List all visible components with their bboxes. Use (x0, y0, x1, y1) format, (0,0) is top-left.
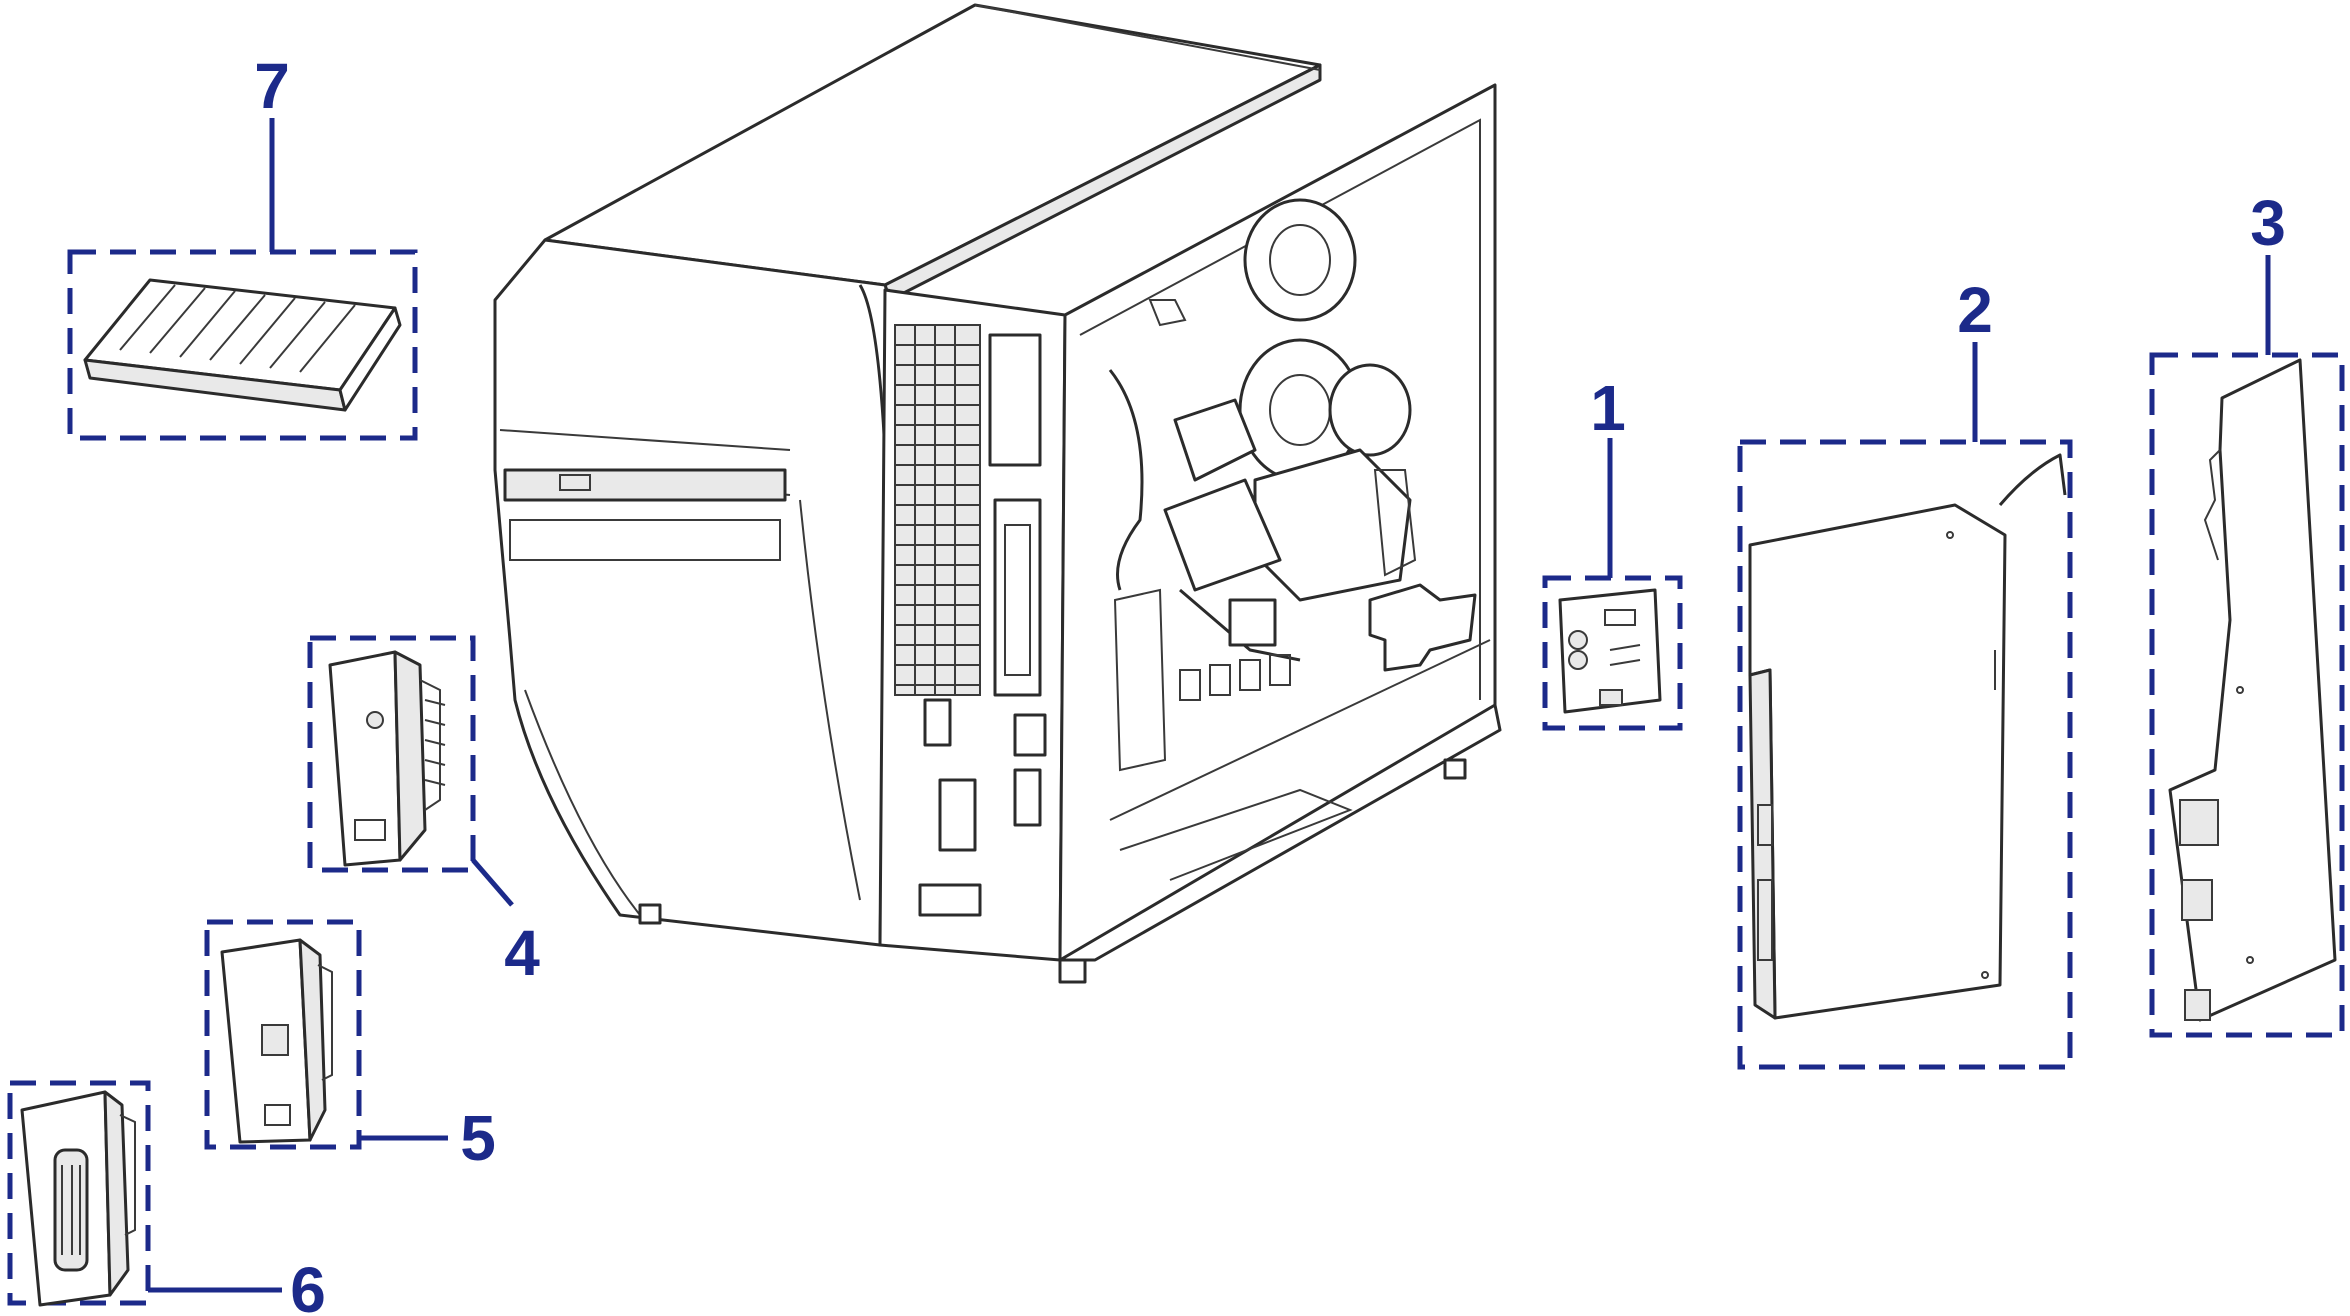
callout-2: 2 (1957, 274, 1993, 346)
part-5-interface-card (220, 938, 333, 1144)
part-7-top-cover (83, 278, 402, 412)
part-3-group: 3 (2149, 187, 2345, 1038)
part-2-box (1737, 439, 2073, 1070)
callout-6: 6 (290, 1254, 326, 1316)
part-4-box (307, 635, 476, 873)
vent-grid (894, 324, 981, 696)
part-4-interface-card (328, 650, 446, 867)
part-1-group: 1 (1542, 372, 1683, 731)
part-3-box (2149, 352, 2345, 1038)
part-2-main-logic-board (1748, 453, 2067, 1020)
part-1-box (1542, 575, 1683, 731)
callout-3: 3 (2250, 187, 2286, 259)
part-7-box (67, 249, 418, 441)
part-6-box (7, 1080, 151, 1306)
part-4-leader (471, 858, 514, 907)
part-3-power-supply-board (2168, 358, 2337, 1022)
part-1-circuit-board (1558, 588, 1662, 714)
part-6-group: 6 (7, 1080, 326, 1316)
part-6-parallel-interface-card (20, 1090, 136, 1307)
callout-1: 1 (1590, 372, 1626, 444)
part-2-group: 2 (1737, 274, 2073, 1070)
part-4-group: 4 (307, 635, 540, 989)
printer-body (493, 3, 1502, 984)
print-mechanism (1108, 198, 1491, 881)
callout-5: 5 (460, 1102, 496, 1174)
callout-7: 7 (254, 50, 290, 122)
part-5-group: 5 (204, 919, 496, 1174)
callout-4: 4 (504, 917, 540, 989)
part-5-box (204, 919, 362, 1150)
part-7-group: 7 (67, 50, 418, 441)
